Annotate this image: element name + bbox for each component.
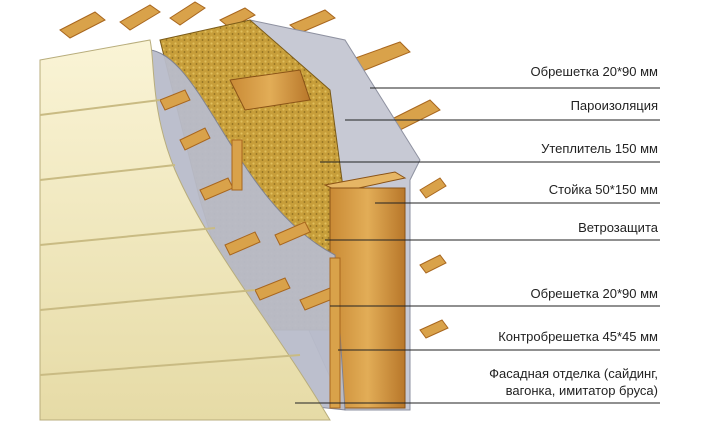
label-vapor-barrier: Пароизоляция xyxy=(570,98,658,113)
label-battens-top: Обрешетка 20*90 мм xyxy=(530,64,658,79)
label-insulation: Утеплитель 150 мм xyxy=(541,141,658,156)
label-battens-bottom: Обрешетка 20*90 мм xyxy=(530,286,658,301)
label-stud: Стойка 50*150 мм xyxy=(548,182,658,197)
leader-lines xyxy=(295,87,660,404)
siding-boards xyxy=(39,99,301,376)
label-facade-line1: Фасадная отделка (сайдинг, xyxy=(489,366,658,381)
label-wind-barrier: Ветрозащита xyxy=(578,220,658,235)
label-counter-battens: Контробрешетка 45*45 мм xyxy=(498,329,658,344)
top-plate xyxy=(229,69,311,111)
label-facade-line2: вагонка, имитатор бруса) xyxy=(505,383,658,398)
counter-battens xyxy=(159,89,341,409)
